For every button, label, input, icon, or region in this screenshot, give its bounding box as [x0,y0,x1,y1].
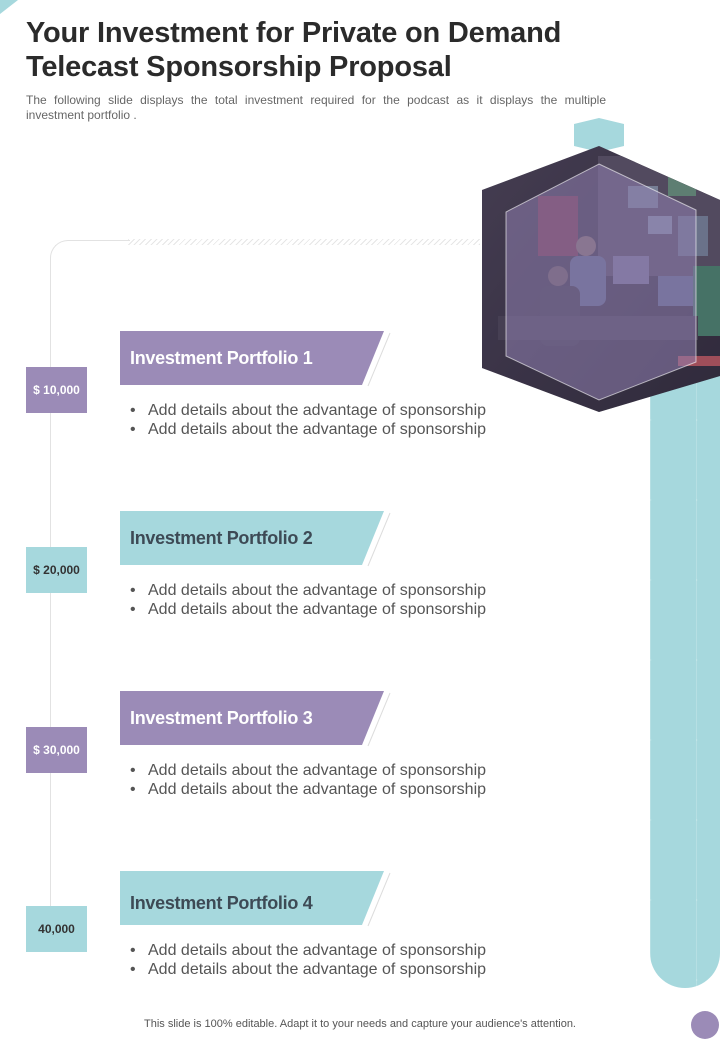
portfolio-banner-1: Investment Portfolio 1 [120,331,391,387]
list-item: Add details about the advantage of spons… [130,581,530,600]
list-item: Add details about the advantage of spons… [130,941,530,960]
portfolio-amount-3: $ 30,000 [26,727,87,773]
timeline-curve [50,240,130,280]
portfolio-banner-4: Investment Portfolio 4 [120,871,391,927]
portfolio-label-3: Investment Portfolio 3 [130,708,313,728]
footer-note: This slide is 100% editable. Adapt it to… [144,1018,576,1030]
list-item: Add details about the advantage of spons… [130,600,530,619]
portfolio-banner-3: Investment Portfolio 3 [120,691,391,747]
control-room-photo [478,116,720,416]
list-item: Add details about the advantage of spons… [130,761,530,780]
page-title: Your Investment for Private on Demand Te… [26,17,562,83]
list-item: Add details about the advantage of spons… [130,401,530,420]
portfolio-label-2: Investment Portfolio 2 [130,528,313,548]
portfolio-amount-4: 40,000 [26,906,87,952]
portfolio-label-4: Investment Portfolio 4 [130,893,313,913]
portfolio-banner-2: Investment Portfolio 2 [120,511,391,567]
portfolio-bullets-1: Add details about the advantage of spons… [130,401,530,439]
corner-decoration [0,0,18,14]
portfolio-amount-2: $ 20,000 [26,547,87,593]
portfolio-amount-1: $ 10,000 [26,367,87,413]
portfolio-label-1: Investment Portfolio 1 [130,348,313,368]
footer-dot-decoration [691,1011,719,1039]
portfolio-bullets-4: Add details about the advantage of spons… [130,941,530,979]
list-item: Add details about the advantage of spons… [130,420,530,439]
timeline-hatch [128,239,480,245]
portfolio-bullets-2: Add details about the advantage of spons… [130,581,530,619]
portfolio-bullets-3: Add details about the advantage of spons… [130,761,530,799]
side-decoration-rail [650,340,720,988]
list-item: Add details about the advantage of spons… [130,960,530,979]
list-item: Add details about the advantage of spons… [130,780,530,799]
page-subtitle: The following slide displays the total i… [26,93,606,122]
